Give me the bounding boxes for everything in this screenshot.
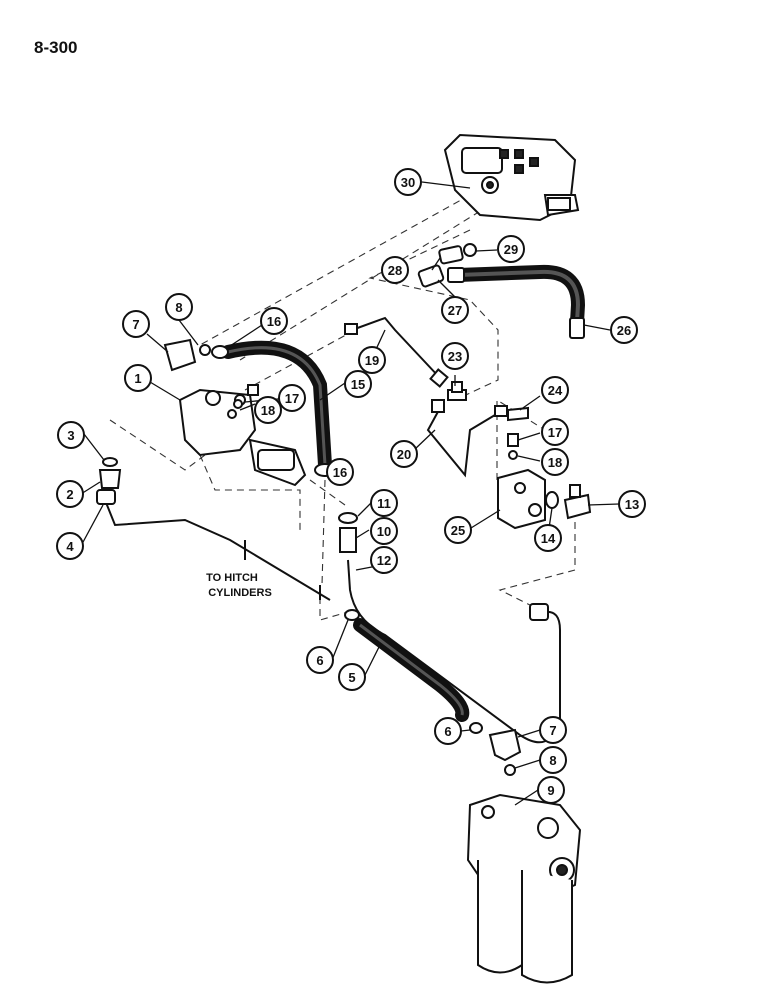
callout-30: 30 (394, 168, 422, 196)
svg-text:24: 24 (548, 383, 563, 398)
callout-2: 2 (56, 480, 84, 508)
callout-15: 15 (344, 370, 372, 398)
leader-lines (80, 181, 620, 806)
tee-fitting-23 (447, 381, 467, 401)
svg-text:5: 5 (348, 670, 355, 685)
callout-29: 29 (497, 235, 525, 263)
svg-text:18: 18 (548, 455, 562, 470)
tube-19 (344, 316, 449, 388)
svg-text:11: 11 (377, 496, 391, 511)
callout-6-right: 6 (434, 717, 462, 745)
callout-28: 28 (381, 256, 409, 284)
svg-text:9: 9 (547, 783, 554, 798)
svg-text:12: 12 (377, 553, 391, 568)
svg-text:7: 7 (132, 317, 139, 332)
tube-20 (426, 399, 508, 478)
callout-24: 24 (541, 376, 569, 404)
callout-17-left: 17 (278, 384, 306, 412)
elbow-fitting-7-upper (163, 338, 211, 372)
svg-text:27: 27 (448, 303, 462, 318)
callout-16-lower: 16 (326, 458, 354, 486)
hose-5 (344, 609, 483, 734)
svg-text:28: 28 (388, 263, 402, 278)
callout-7-lower: 7 (539, 716, 567, 744)
fittings-13-14 (545, 484, 592, 520)
svg-text:25: 25 (451, 523, 465, 538)
svg-text:16: 16 (267, 314, 281, 329)
svg-text:3: 3 (67, 428, 74, 443)
svg-text:15: 15 (351, 377, 365, 392)
callout-19: 19 (358, 346, 386, 374)
svg-text:30: 30 (401, 175, 415, 190)
svg-text:20: 20 (397, 447, 411, 462)
svg-text:19: 19 (365, 353, 379, 368)
tube-4 (96, 489, 331, 601)
callout-3: 3 (57, 421, 85, 449)
hose-26 (447, 264, 586, 339)
callout-1: 1 (124, 364, 152, 392)
svg-text:26: 26 (617, 323, 631, 338)
callout-26: 26 (610, 316, 638, 344)
control-valve (443, 133, 580, 222)
svg-text:1: 1 (134, 371, 141, 386)
callout-20: 20 (390, 440, 418, 468)
callout-25: 25 (444, 516, 472, 544)
svg-text:8: 8 (175, 300, 182, 315)
fittings-17-18-24-right (507, 406, 529, 460)
callout-12: 12 (370, 546, 398, 574)
svg-text:2: 2 (66, 487, 73, 502)
callout-14: 14 (534, 524, 562, 552)
svg-text:17: 17 (548, 425, 562, 440)
svg-text:16: 16 (333, 465, 347, 480)
callout-5: 5 (338, 663, 366, 691)
svg-text:7: 7 (549, 723, 556, 738)
callout-17-right: 17 (541, 418, 569, 446)
svg-text:6: 6 (444, 724, 451, 739)
hitch-cylinders-note: TO HITCH CYLINDERS (206, 572, 272, 599)
svg-text:18: 18 (261, 403, 275, 418)
svg-text:17: 17 (285, 391, 299, 406)
fittings-28-29 (417, 243, 477, 288)
svg-text:23: 23 (448, 349, 462, 364)
page-number: 8-300 (34, 38, 78, 57)
callout-group: 30 28 27 29 26 8 7 16 19 23 1 15 17 18 2… (56, 168, 646, 804)
block-25 (497, 468, 546, 530)
callout-6-left: 6 (306, 646, 334, 674)
callout-13: 13 (618, 490, 646, 518)
callout-8-lower: 8 (539, 746, 567, 774)
tube-12 (347, 559, 561, 744)
callout-11: 11 (370, 489, 398, 517)
callout-23: 23 (441, 342, 469, 370)
callout-27: 27 (441, 296, 469, 324)
callout-8-upper: 8 (165, 293, 193, 321)
svg-text:14: 14 (541, 531, 556, 546)
svg-text:29: 29 (504, 242, 518, 257)
callout-18-right: 18 (541, 448, 569, 476)
svg-text:6: 6 (316, 653, 323, 668)
svg-text:8: 8 (549, 753, 556, 768)
callout-10: 10 (370, 517, 398, 545)
callout-18-left: 18 (254, 396, 282, 424)
callout-16-upper: 16 (260, 307, 288, 335)
callout-7-upper: 7 (122, 310, 150, 338)
note-line-2: CYLINDERS (208, 587, 272, 599)
elbow-fitting-7-lower (488, 728, 522, 776)
note-line-1: TO HITCH (206, 572, 258, 584)
svg-text:4: 4 (66, 539, 74, 554)
callout-4: 4 (56, 532, 84, 560)
callout-9: 9 (537, 776, 565, 804)
filter-assembly (466, 793, 582, 984)
fittings-2-3 (98, 457, 122, 489)
svg-text:13: 13 (625, 497, 639, 512)
svg-text:10: 10 (377, 524, 391, 539)
